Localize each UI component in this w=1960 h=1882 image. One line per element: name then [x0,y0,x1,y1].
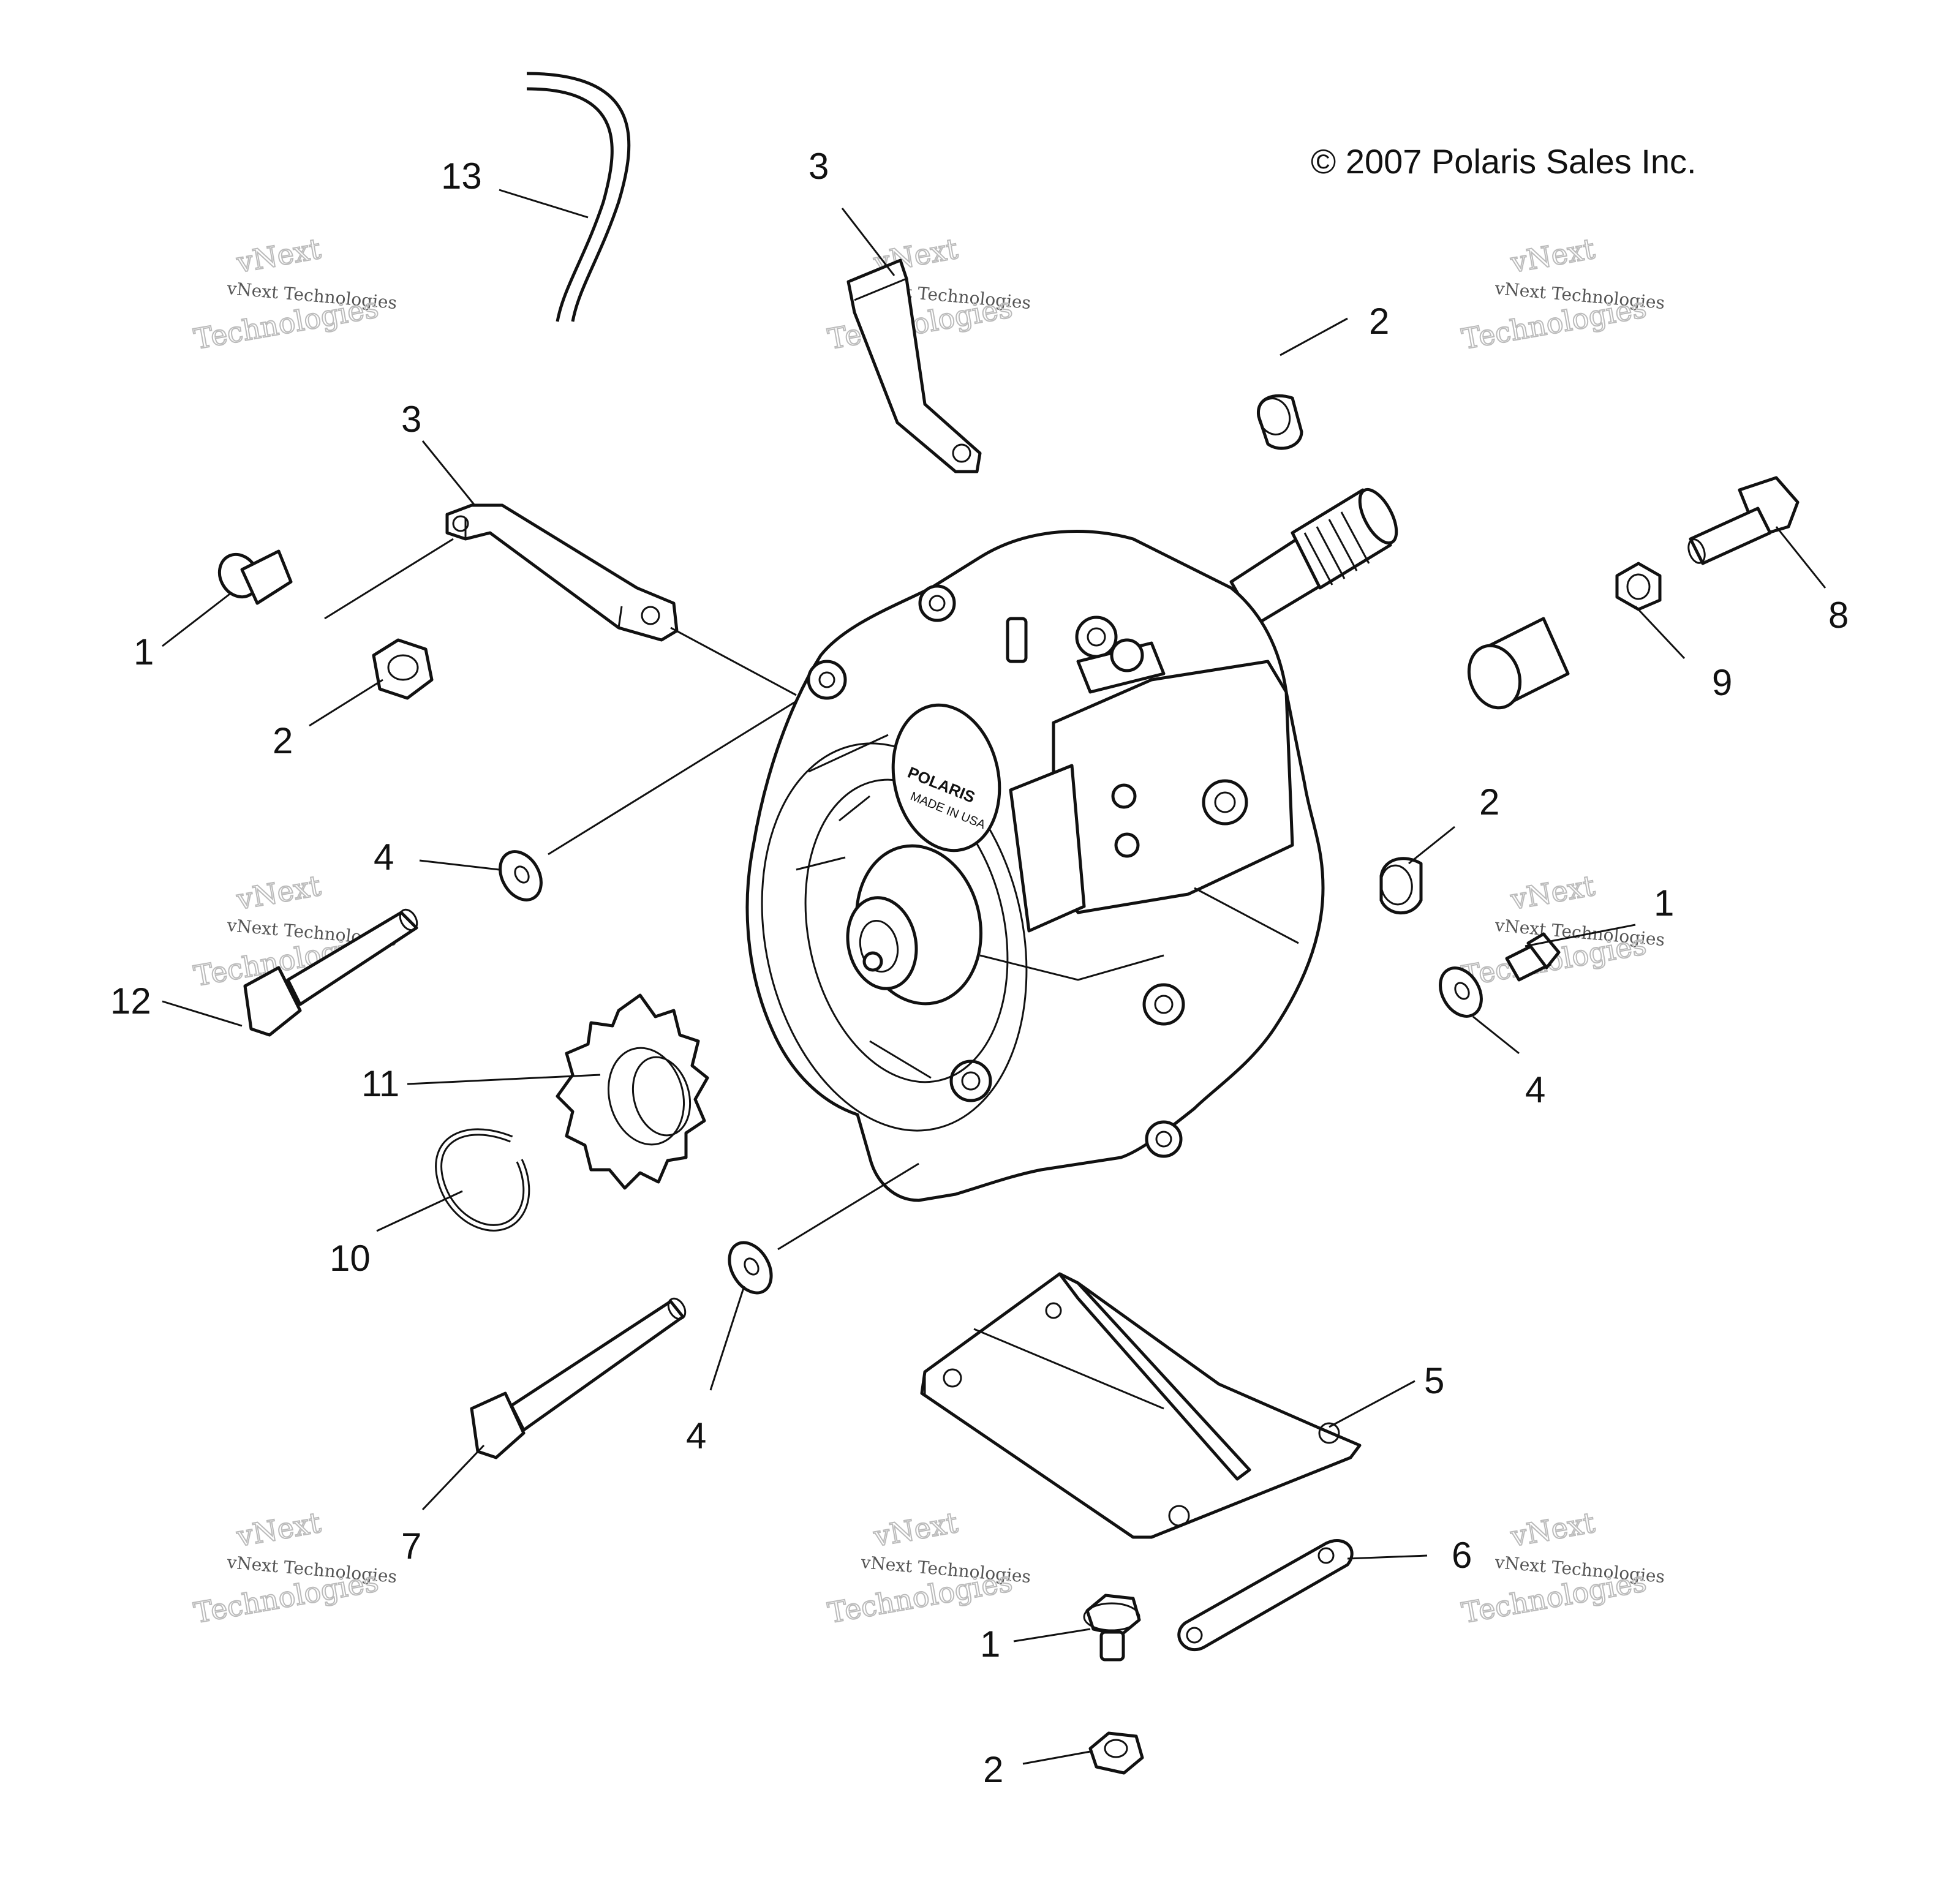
part-1-flange-bolt-bottom [1083,1594,1141,1662]
copyright-text: © 2007 Polaris Sales Inc. [1311,142,1697,181]
watermark-top-left: vNext vNext Technologies Technologies [191,231,398,356]
watermark-bottom-left: vNext vNext Technologies Technologies [191,1505,398,1630]
part-2-nut-top-right [1257,394,1303,450]
callout-12: 12 [110,981,151,1022]
part-6-strap [1177,1539,1354,1652]
callout-3-lower: 3 [401,399,421,440]
part-4-washer-right [1439,966,1483,1018]
watermark-line1: vNext [1508,232,1598,279]
callout-13: 13 [441,156,482,197]
part-13-cable [526,72,631,322]
part-8-bolt [1687,476,1800,565]
part-10-snap-ring [435,1128,530,1232]
part-1-flange-bolt-left [217,549,293,605]
callout-7: 7 [401,1526,421,1567]
watermark-line1: vNext [234,1506,324,1553]
callout-11: 11 [361,1063,399,1104]
leader-lines [162,189,1826,1765]
transmission-housing: POLARIS MADE IN USA [745,487,1398,1202]
callout-8: 8 [1828,595,1849,636]
callout-6: 6 [1452,1535,1472,1576]
callout-1-bottom: 1 [980,1624,1000,1665]
watermark-mid-left: vNext vNext Technologies Technologies [191,868,398,993]
watermark-line1: vNext [234,869,324,916]
callout-2-top-right: 2 [1369,301,1389,342]
part-7-long-bolt [470,1297,687,1459]
callout-5: 5 [1424,1360,1444,1401]
watermark-top-right: vNext vNext Technologies Technologies [1459,231,1666,356]
part-3-lower-bracket [445,503,679,642]
part-4-washer-left [499,850,543,901]
part-11-sprocket [556,993,709,1190]
part-2-nut-left [372,638,434,700]
watermark-bottom-center: vNext vNext Technologies Technologies [825,1505,1032,1630]
watermark-line1: vNext [1508,1506,1598,1553]
callout-2-bottom: 2 [983,1749,1003,1790]
callout-3-upper: 3 [809,146,829,187]
watermark-line1: vNext [871,1506,961,1553]
callout-4-lower: 4 [686,1415,706,1456]
watermark-line1: vNext [1508,869,1598,916]
watermark-line1: vNext [234,232,324,279]
callout-4-left: 4 [374,837,394,878]
watermark-mid-right: vNext vNext Technologies Technologies [1459,868,1666,993]
callout-2-right: 2 [1479,781,1499,822]
part-4-washer-lower [728,1241,773,1295]
part-3-upper-bracket [846,258,982,473]
part-coupler [1467,617,1570,710]
callout-1-left: 1 [134,631,154,672]
part-5-mount-plate [920,1272,1362,1539]
callout-10: 10 [330,1238,371,1279]
part-1-flange-bolt-right [1505,932,1561,982]
callout-2-left: 2 [273,720,293,761]
part-2-nut-bottom [1088,1731,1144,1775]
part-12-long-bolt [243,908,418,1037]
part-9-nut [1615,562,1662,611]
callout-9: 9 [1712,662,1732,703]
part-2-nut-right [1379,857,1423,915]
callout-1-right: 1 [1654,883,1674,924]
watermark-bottom-right: vNext vNext Technologies Technologies [1459,1505,1666,1630]
callout-4-right: 4 [1525,1069,1545,1110]
